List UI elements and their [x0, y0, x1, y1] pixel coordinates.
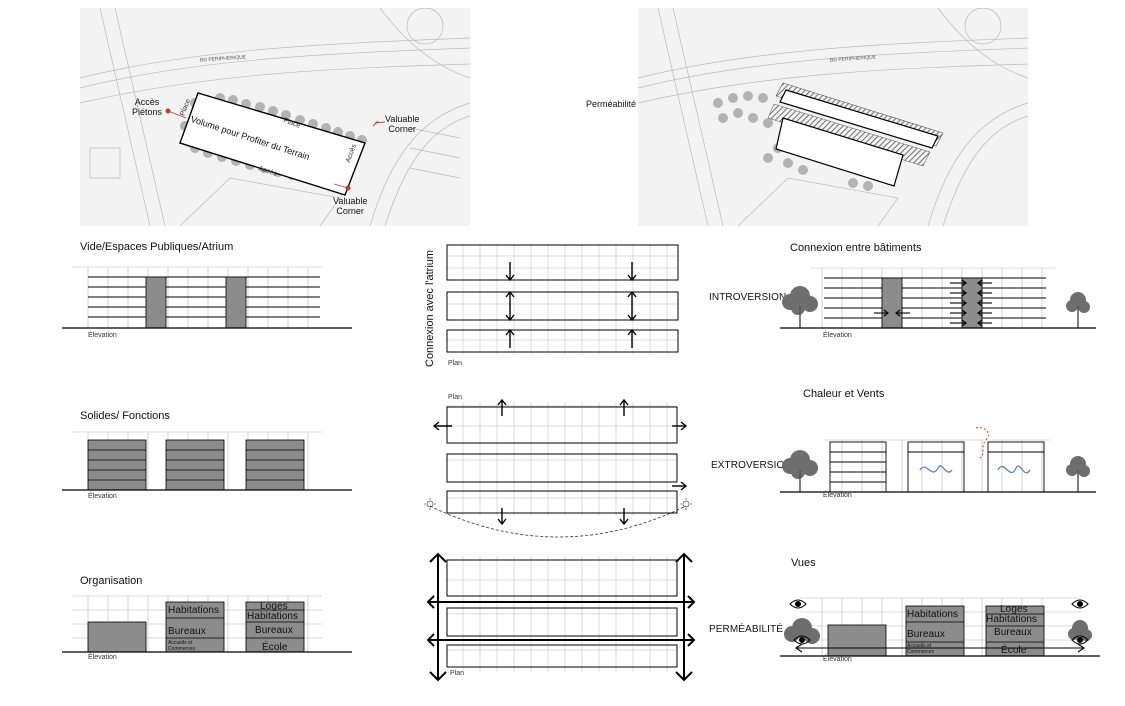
- connexion-caption: Élevation: [823, 332, 852, 339]
- solides-caption: Élevation: [88, 493, 117, 500]
- vues-accueils: Accueils et Commerces: [907, 643, 934, 655]
- vues-habitations-2: Habitations: [986, 614, 1038, 625]
- org-habitations: Habitations: [168, 605, 220, 616]
- permeabilite-label: PERMÉABILITÉ: [709, 624, 783, 635]
- map-left-drawing: [80, 8, 470, 226]
- plan-label-3: Plan: [450, 670, 465, 677]
- vues-bureaux: Bureaux: [907, 629, 945, 640]
- chaleur-caption: Élevation: [823, 492, 852, 499]
- extroversion-label: EXTROVERSION: [711, 460, 792, 471]
- map-right-drawing: [638, 8, 1028, 226]
- organisation-elevation: [62, 595, 352, 653]
- org-bureaux-2: Bureaux: [255, 625, 293, 636]
- org-bureaux: Bureaux: [168, 626, 206, 637]
- plan-label-1: Plan: [448, 360, 463, 367]
- org-loges: Loges: [260, 601, 288, 612]
- chaleur-elevation: [780, 427, 1096, 493]
- plan-connexion: [446, 244, 679, 354]
- org-ecole: École: [262, 642, 288, 653]
- vide-title: Vide/Espaces Publiques/Atrium: [80, 241, 234, 253]
- site-map-right: [638, 8, 1028, 226]
- site-map-left: [80, 8, 470, 226]
- organisation-caption: Élevation: [88, 654, 117, 661]
- vide-caption: Élevation: [88, 332, 117, 339]
- chaleur-title: Chaleur et Vents: [803, 388, 885, 400]
- solides-title: Solides/ Fonctions: [80, 410, 170, 422]
- plan-heat: [424, 398, 692, 538]
- connexion-atrium-label: Connexion avec l'atrium: [424, 249, 436, 367]
- plan-label-2: Plan: [448, 394, 463, 401]
- valuable-corner-label-2: Valuable Corner: [333, 196, 368, 216]
- plan-permeabilite: [426, 552, 696, 682]
- vues-title: Vues: [791, 557, 816, 569]
- organisation-title: Organisation: [80, 575, 143, 587]
- solides-elevation: [62, 431, 352, 491]
- connexion-title: Connexion entre bâtiments: [790, 242, 922, 254]
- org-accueils: Accueils et Commerces: [168, 640, 195, 652]
- vues-habitations: Habitations: [907, 609, 959, 620]
- vues-ecole: École: [1001, 645, 1027, 656]
- vues-elevation: [780, 597, 1100, 657]
- connexion-elevation: [780, 267, 1096, 329]
- acces-pietons-label: Accès Piétons: [132, 97, 163, 117]
- valuable-corner-label-1: Valuable Corner: [385, 114, 420, 134]
- vide-elevation: [62, 266, 352, 329]
- org-habitations-2: Habitations: [247, 611, 299, 622]
- vues-loges: Loges: [1000, 604, 1028, 615]
- vues-caption: Élevation: [823, 656, 852, 663]
- vues-bureaux-2: Bureaux: [994, 627, 1032, 638]
- introversion-label: INTROVERSION: [709, 292, 787, 303]
- permeabilite-map-label: Perméabilité: [586, 99, 637, 109]
